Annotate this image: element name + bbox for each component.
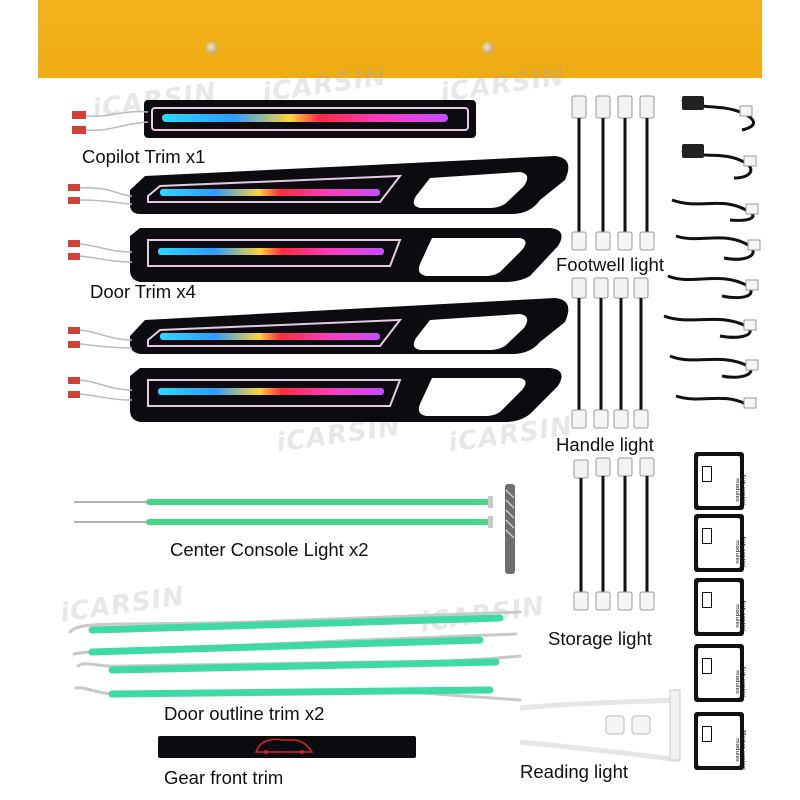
handle-lights bbox=[571, 277, 649, 429]
reading-light bbox=[519, 689, 681, 763]
footwell-lights bbox=[571, 95, 655, 251]
center-console-lights bbox=[74, 496, 493, 528]
door-trim-4 bbox=[130, 368, 562, 422]
gear-front-trim bbox=[158, 736, 416, 758]
door-outline-trims bbox=[68, 610, 522, 702]
label-door-outline: Door outline trim x2 bbox=[164, 703, 325, 724]
sub-control-module: Sub control modules bbox=[694, 644, 746, 702]
label-footwell-light: Footwell light bbox=[556, 254, 664, 275]
sub-control-module: Sub control modules bbox=[694, 452, 746, 510]
label-reading-light: Reading light bbox=[520, 761, 628, 782]
label-center-console: Center Console Light x2 bbox=[170, 539, 369, 560]
door-trim-3 bbox=[130, 298, 569, 354]
label-door-trim: Door Trim x4 bbox=[90, 281, 196, 302]
bolt-right bbox=[482, 42, 494, 54]
door-trim-1 bbox=[130, 156, 569, 214]
drill-bit bbox=[505, 484, 515, 574]
label-gear-front: Gear front trim bbox=[164, 767, 284, 788]
label-storage-light: Storage light bbox=[548, 628, 652, 649]
connector-wires bbox=[85, 110, 149, 132]
sub-control-module: Sub control modules bbox=[694, 514, 746, 572]
copilot-trim bbox=[144, 100, 476, 138]
door-trim-2 bbox=[130, 228, 562, 282]
bolt-left bbox=[206, 42, 218, 54]
master-control-module: Master control modules bbox=[694, 712, 746, 770]
label-copilot-trim: Copilot Trim x1 bbox=[82, 146, 206, 167]
label-handle-light: Handle light bbox=[556, 434, 654, 455]
wire-harnesses bbox=[663, 98, 755, 406]
sub-control-module: Sub control modules bbox=[694, 578, 746, 636]
storage-lights bbox=[573, 457, 655, 611]
top-bar bbox=[38, 0, 762, 78]
